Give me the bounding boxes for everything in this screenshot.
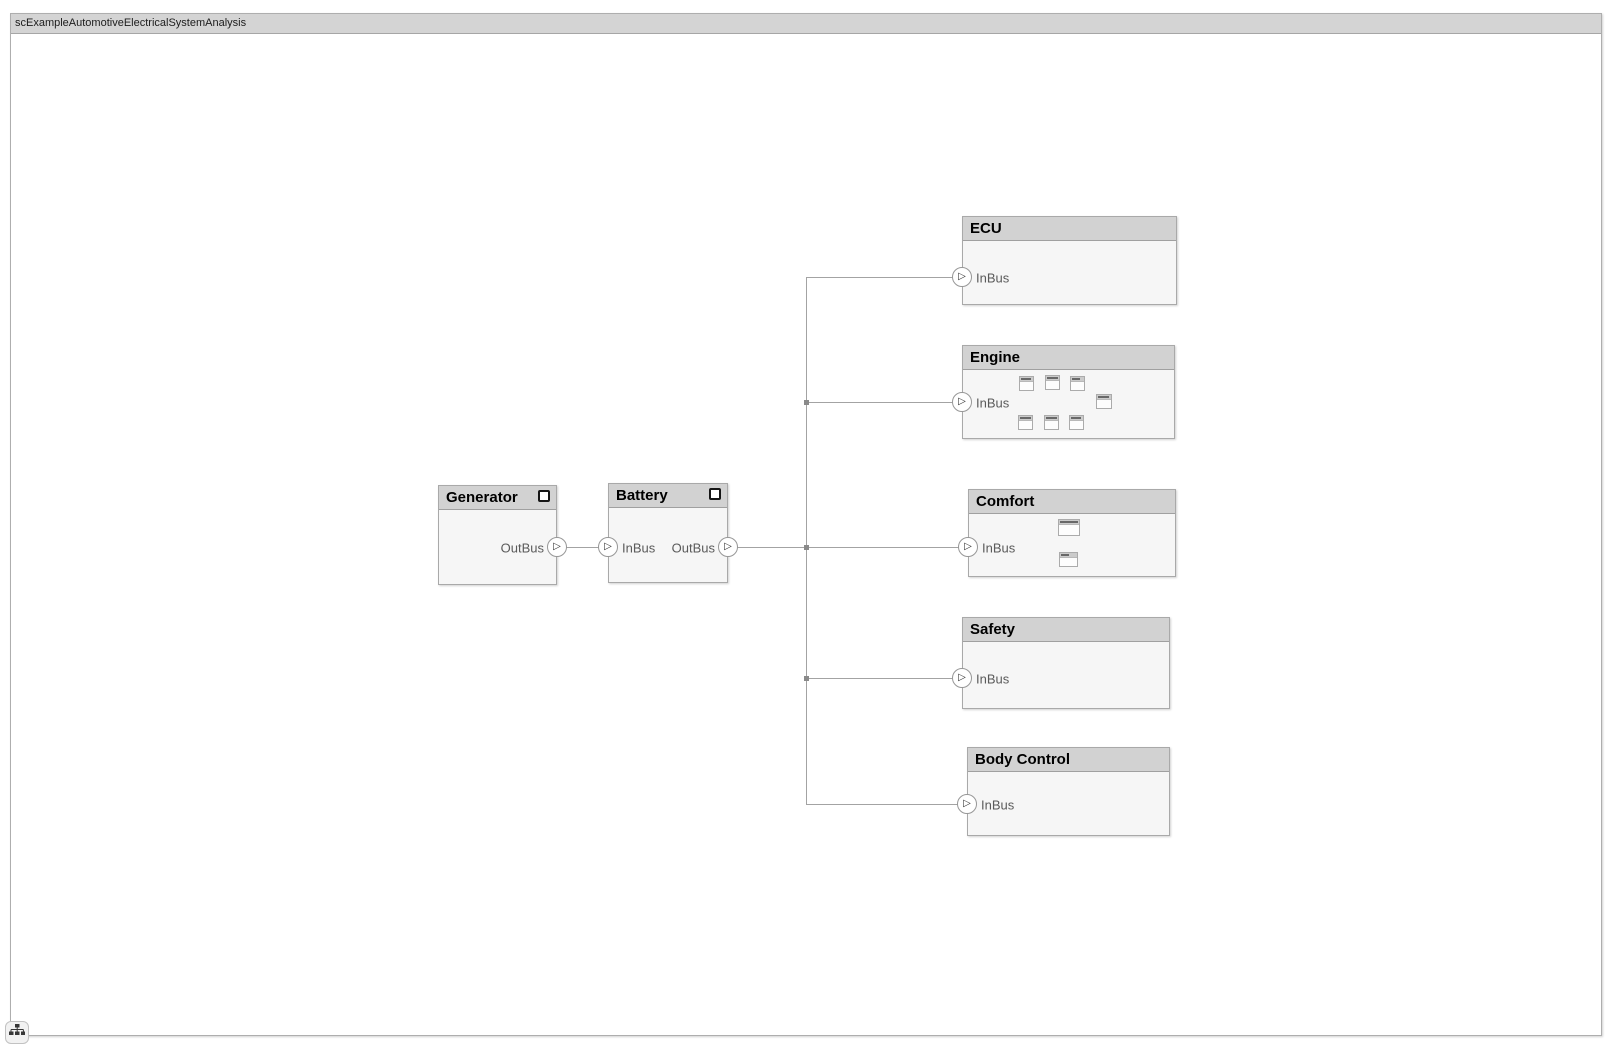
component-ecu-header[interactable]: ECU: [963, 217, 1176, 241]
wire-junction-dot: [804, 545, 809, 550]
port-label-safety-inbus: InBus: [976, 671, 1010, 687]
model-reference-badge-icon: [538, 490, 550, 502]
out-port-triangle-icon: ▷: [553, 541, 561, 552]
port-label-battery-inbus: InBus: [622, 540, 656, 556]
component-ecu-title: ECU: [970, 220, 1002, 237]
engine-preview-block: [1069, 415, 1084, 430]
component-body-control-header[interactable]: Body Control: [968, 748, 1169, 772]
engine-preview-block: [1045, 375, 1060, 390]
port-comfort-inbus[interactable]: ▷: [958, 537, 978, 557]
wire-generator-to-battery[interactable]: [557, 547, 608, 548]
in-port-triangle-icon: ▷: [958, 271, 966, 282]
engine-preview-block: [1070, 376, 1085, 391]
model-title: scExampleAutomotiveElectricalSystemAnaly…: [15, 17, 247, 29]
engine-preview-block: [1044, 415, 1059, 430]
wire-branch-engine[interactable]: [806, 402, 962, 403]
component-ecu[interactable]: ECU: [962, 216, 1177, 305]
component-comfort-title: Comfort: [976, 493, 1035, 510]
model-title-bar: scExampleAutomotiveElectricalSystemAnaly…: [11, 14, 1601, 34]
port-label-comfort-inbus: InBus: [982, 540, 1016, 556]
engine-preview-block: [1096, 394, 1112, 409]
model-reference-badge-icon: [709, 488, 721, 500]
wire-branch-safety[interactable]: [806, 678, 962, 679]
wire-junction-dot: [804, 676, 809, 681]
in-port-triangle-icon: ▷: [604, 541, 612, 552]
port-body-control-inbus[interactable]: ▷: [957, 794, 977, 814]
component-generator-header[interactable]: Generator: [439, 486, 556, 510]
port-safety-inbus[interactable]: ▷: [952, 668, 972, 688]
hierarchy-button[interactable]: [5, 1021, 29, 1044]
port-engine-inbus[interactable]: ▷: [952, 392, 972, 412]
engine-preview-block: [1018, 415, 1033, 430]
port-battery-inbus[interactable]: ▷: [598, 537, 618, 557]
port-generator-outbus[interactable]: ▷: [547, 537, 567, 557]
component-engine-header[interactable]: Engine: [963, 346, 1174, 370]
port-label-engine-inbus: InBus: [976, 395, 1010, 411]
hierarchy-tree-icon: [9, 1023, 26, 1042]
in-port-triangle-icon: ▷: [964, 541, 972, 552]
wire-battery-to-comfort[interactable]: [728, 547, 968, 548]
in-port-triangle-icon: ▷: [958, 396, 966, 407]
component-battery-title: Battery: [616, 487, 668, 504]
wire-branch-body-control[interactable]: [806, 804, 967, 805]
wire-branch-ecu[interactable]: [806, 277, 962, 278]
component-safety[interactable]: Safety: [962, 617, 1170, 709]
component-generator[interactable]: Generator: [438, 485, 557, 585]
component-engine-title: Engine: [970, 349, 1021, 366]
in-port-triangle-icon: ▷: [958, 672, 966, 683]
wire-bus-vertical[interactable]: [806, 277, 807, 804]
port-battery-outbus[interactable]: ▷: [718, 537, 738, 557]
comfort-preview-block: [1059, 552, 1078, 567]
component-comfort-header[interactable]: Comfort: [969, 490, 1175, 514]
port-label-generator-outbus: OutBus: [500, 540, 544, 556]
component-safety-title: Safety: [970, 621, 1016, 638]
component-battery[interactable]: Battery: [608, 483, 728, 583]
port-label-battery-outbus: OutBus: [671, 540, 715, 556]
component-body-control[interactable]: Body Control: [967, 747, 1170, 836]
component-safety-header[interactable]: Safety: [963, 618, 1169, 642]
wire-junction-dot: [804, 400, 809, 405]
comfort-preview-block: [1058, 519, 1080, 536]
component-battery-header[interactable]: Battery: [609, 484, 727, 508]
port-label-ecu-inbus: InBus: [976, 270, 1010, 286]
engine-preview-block: [1019, 376, 1034, 391]
port-label-body-control-inbus: InBus: [981, 797, 1015, 813]
port-ecu-inbus[interactable]: ▷: [952, 267, 972, 287]
component-generator-title: Generator: [446, 489, 518, 506]
in-port-triangle-icon: ▷: [963, 798, 971, 809]
component-body-control-title: Body Control: [975, 751, 1070, 768]
out-port-triangle-icon: ▷: [724, 541, 732, 552]
